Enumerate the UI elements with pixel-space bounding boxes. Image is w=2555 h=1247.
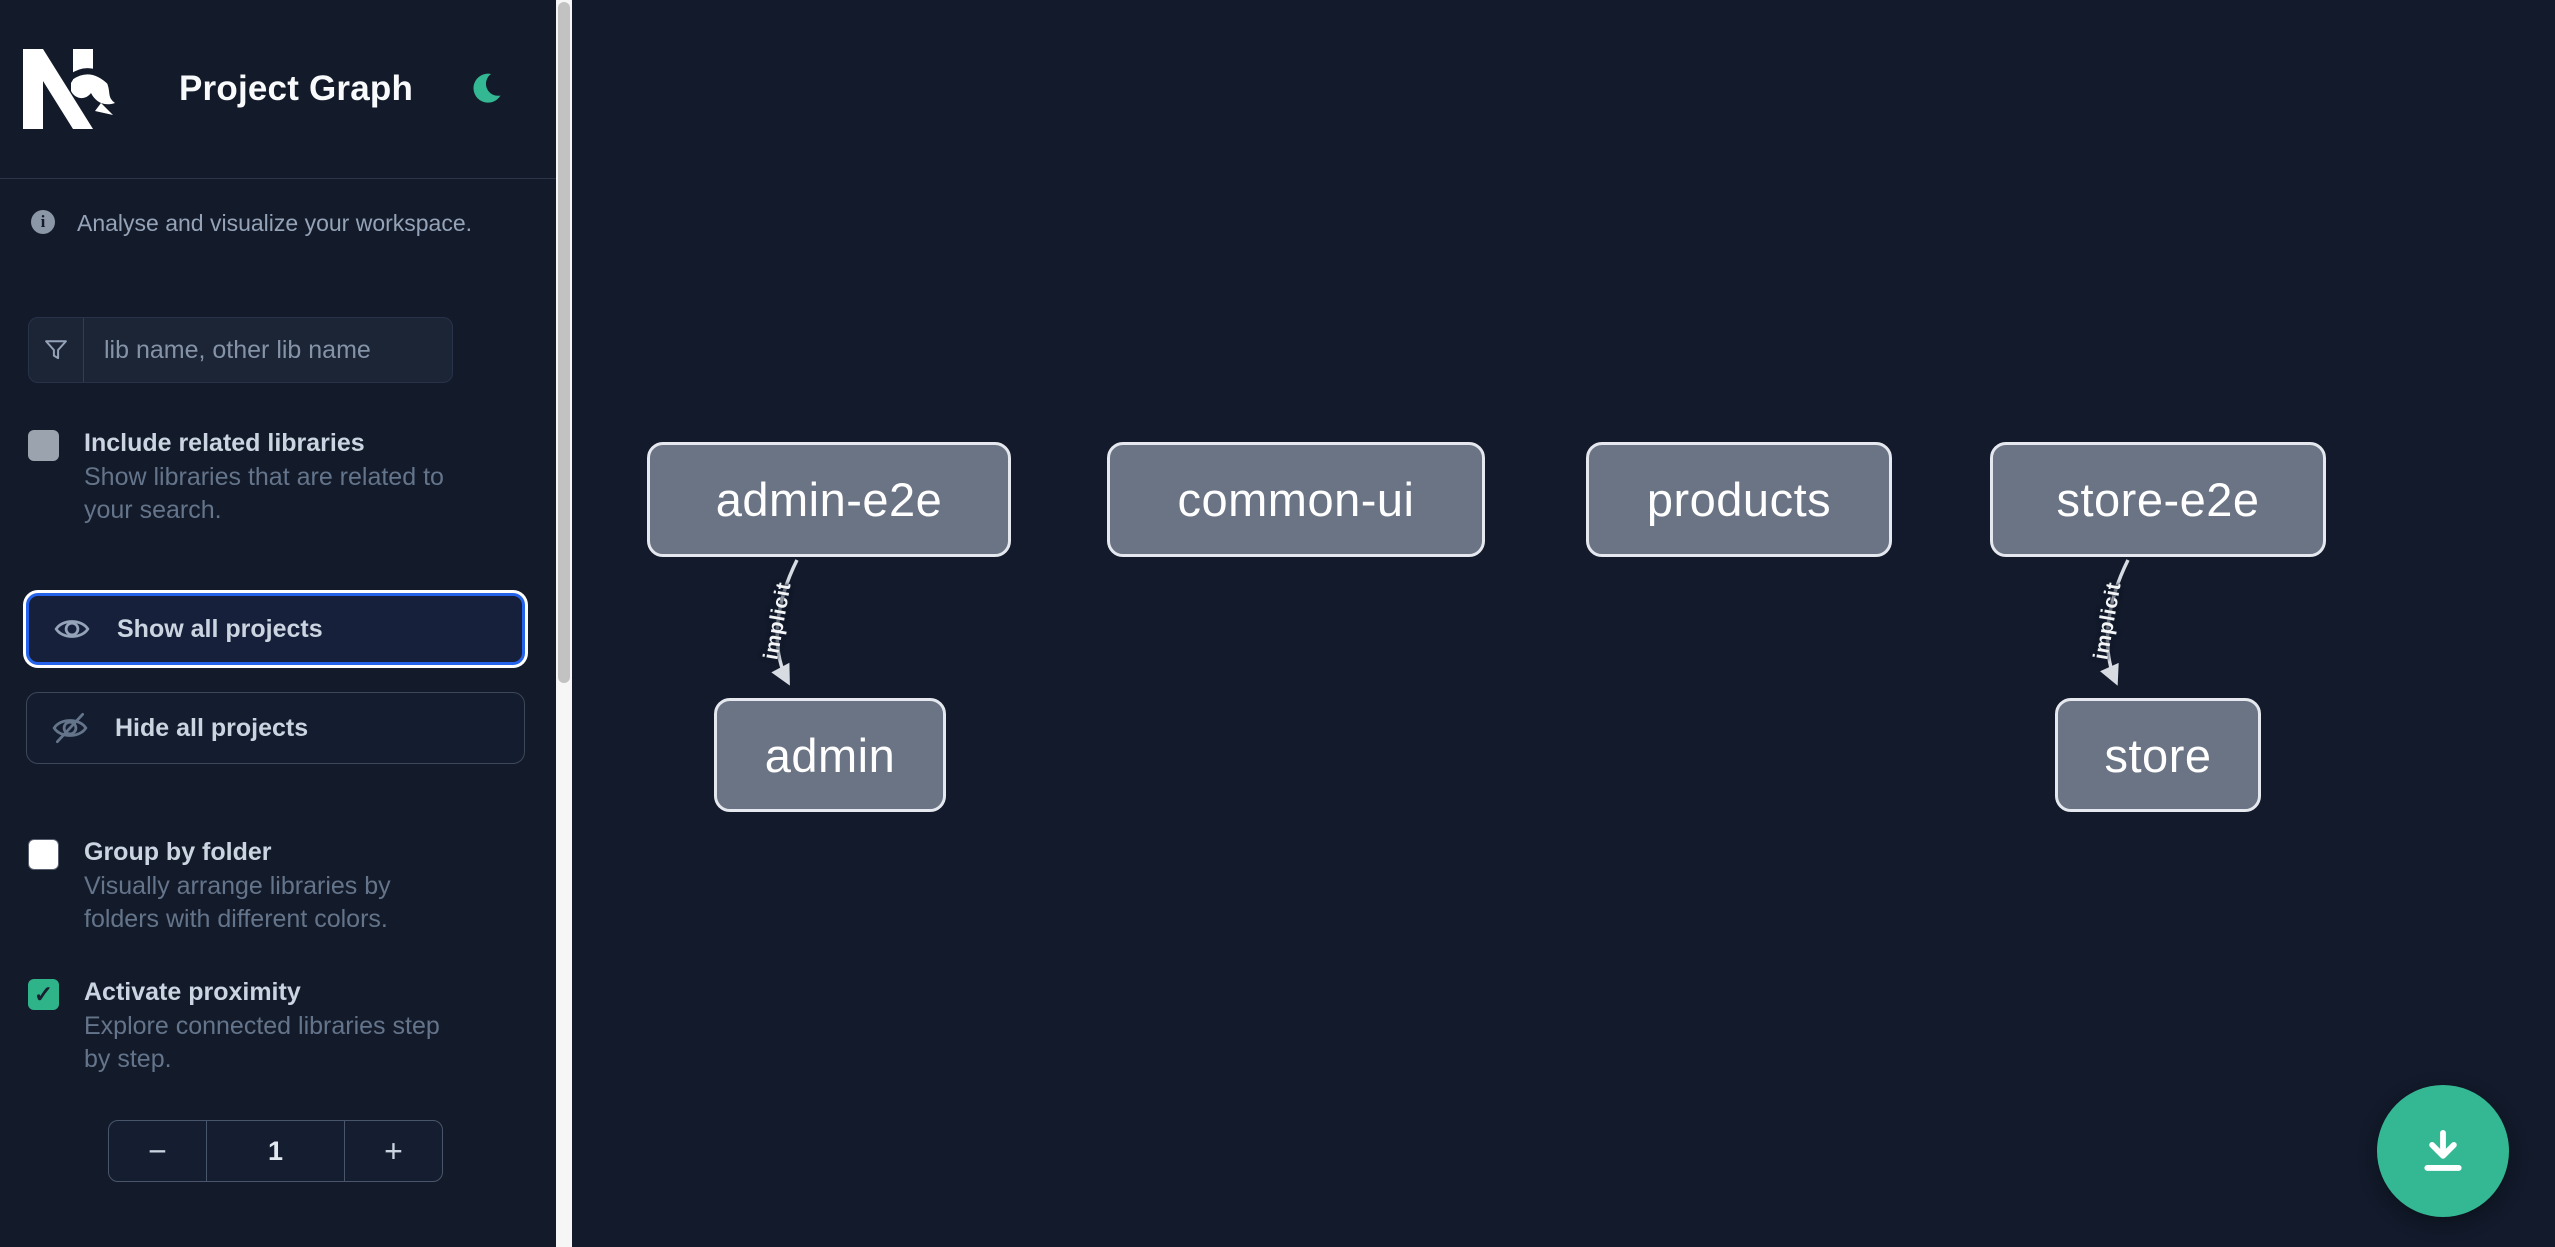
activate-proximity-row: ✓ Activate proximity Explore connected l…	[28, 976, 556, 1076]
page-title: Project Graph	[179, 69, 414, 108]
group-by-folder-checkbox[interactable]	[28, 839, 59, 870]
activate-proximity-label: Activate proximity	[84, 978, 301, 1006]
nx-logo	[23, 49, 115, 129]
download-icon	[2424, 1129, 2462, 1171]
lib-filter-input[interactable]	[84, 318, 452, 382]
show-all-projects-label: Show all projects	[117, 614, 323, 643]
node-products[interactable]: products	[1586, 442, 1892, 557]
moon-icon	[473, 73, 501, 103]
sidebar: Project Graph i Analyse and visualize yo…	[0, 0, 556, 1247]
project-graph-canvas[interactable]: implicit implicit admin-e2e common-ui pr…	[556, 0, 2555, 1247]
edge-label-implicit-admin: implicit	[759, 580, 796, 662]
activate-proximity-texts: Activate proximity Explore connected lib…	[84, 976, 459, 1076]
sidebar-scrollbar-thumb[interactable]	[558, 2, 570, 683]
theme-toggle-button[interactable]	[470, 72, 504, 106]
filter-box	[28, 317, 453, 383]
group-by-folder-description: Visually arrange libraries by folders wi…	[84, 872, 391, 933]
group-by-folder-texts: Group by folder Visually arrange librari…	[84, 836, 459, 936]
group-by-folder-row: Group by folder Visually arrange librari…	[28, 836, 556, 936]
info-text: Analyse and visualize your workspace.	[77, 210, 473, 236]
include-related-texts: Include related libraries Show libraries…	[84, 427, 459, 527]
include-related-row: Include related libraries Show libraries…	[28, 427, 556, 527]
eye-off-icon	[52, 712, 88, 744]
funnel-icon-cell	[29, 318, 84, 382]
node-store[interactable]: store	[2055, 698, 2261, 812]
eye-icon	[54, 620, 90, 638]
info-icon: i	[31, 210, 55, 234]
node-admin[interactable]: admin	[714, 698, 946, 812]
funnel-icon	[45, 340, 67, 360]
proximity-depth-value: 1	[206, 1121, 345, 1181]
group-by-folder-label: Group by folder	[84, 838, 272, 866]
workspace-info: i Analyse and visualize your workspace.	[31, 209, 528, 237]
activate-proximity-checkbox[interactable]: ✓	[28, 979, 59, 1010]
header-divider	[0, 178, 556, 179]
edge-label-implicit-store: implicit	[2089, 580, 2126, 662]
node-common-ui[interactable]: common-ui	[1107, 442, 1485, 557]
include-related-checkbox[interactable]	[28, 430, 59, 461]
show-all-projects-button[interactable]: Show all projects	[26, 593, 525, 665]
activate-proximity-description: Explore connected libraries step by step…	[84, 1012, 440, 1073]
include-related-label: Include related libraries	[84, 429, 365, 457]
sidebar-scrollbar-track[interactable]	[556, 0, 572, 1247]
hide-all-projects-button[interactable]: Hide all projects	[26, 692, 525, 764]
hide-all-projects-label: Hide all projects	[115, 713, 309, 742]
download-graph-button[interactable]	[2377, 1085, 2509, 1217]
graph-edges	[771, 559, 2130, 686]
decrement-button[interactable]: −	[109, 1121, 206, 1181]
node-store-e2e[interactable]: store-e2e	[1990, 442, 2326, 557]
include-related-description: Show libraries that are related to your …	[84, 463, 444, 524]
proximity-depth-stepper: − 1 +	[108, 1120, 443, 1182]
sidebar-header: Project Graph	[0, 0, 556, 178]
node-admin-e2e[interactable]: admin-e2e	[647, 442, 1011, 557]
increment-button[interactable]: +	[345, 1121, 442, 1181]
